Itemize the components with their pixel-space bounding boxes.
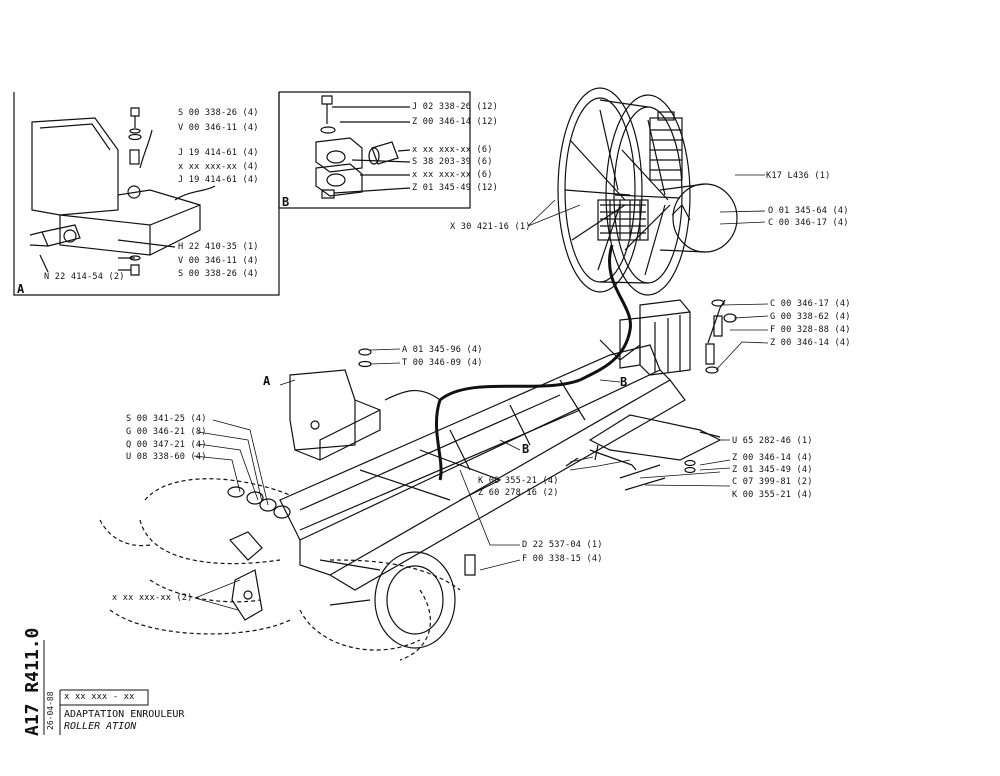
part-label: V 00 346-11 (4) xyxy=(178,123,259,133)
part-label: C 07 399-81 (2) xyxy=(732,477,813,487)
panel-b-letter: B xyxy=(282,195,290,209)
part-label: H 22 410-35 (1) xyxy=(178,242,259,252)
right-fasteners xyxy=(684,299,737,474)
part-label: S 38 203-39 (6) xyxy=(412,157,493,167)
junction-box-mounted xyxy=(289,348,381,461)
left-fasteners xyxy=(227,486,476,621)
part-label: X 30 421-16 (1) xyxy=(450,222,531,232)
sheet-date: 26-04-88 xyxy=(46,691,55,730)
leader-lines xyxy=(193,174,769,611)
part-label: F 00 328-88 (4) xyxy=(770,325,851,335)
part-label: K 00 355-21 (4) xyxy=(732,490,813,500)
panel-a-letter: A xyxy=(17,282,25,296)
junction-box-detail xyxy=(29,107,216,276)
undercarriage-tracks xyxy=(99,478,461,661)
part-label: Z 00 346-14 (4) xyxy=(732,453,813,463)
part-label: x xx xxx-xx (6) xyxy=(412,145,493,155)
sheet-code: A17 R411.0 xyxy=(22,627,43,736)
part-label: S 00 341-25 (4) xyxy=(126,414,207,424)
part-label: Z 60 278-16 (2) xyxy=(478,488,559,498)
part-label: Z 01 345-49 (12) xyxy=(412,183,498,193)
part-label: J 19 414-61 (4) xyxy=(178,148,259,158)
part-label: T 00 346-09 (4) xyxy=(402,358,483,368)
part-label: U 08 338-60 (4) xyxy=(126,452,207,462)
part-label: S 00 338-26 (4) xyxy=(178,108,259,118)
part-label: N 22 414-54 (2) xyxy=(44,272,125,282)
part-label: C 00 346-17 (4) xyxy=(770,299,851,309)
part-label: J 19 414-61 (4) xyxy=(178,175,259,185)
part-label: C 00 346-17 (4) xyxy=(768,218,849,228)
part-label: Q 00 347-21 (4) xyxy=(126,440,207,450)
mounting-frame xyxy=(279,299,691,591)
part-label: V 00 346-11 (4) xyxy=(178,256,259,266)
part-label: U 65 282-46 (1) xyxy=(732,436,813,446)
clamp-detail xyxy=(315,95,411,199)
part-label: G 00 338-62 (4) xyxy=(770,312,851,322)
part-label: S 00 338-26 (4) xyxy=(178,269,259,279)
title-fr: ADAPTATION ENROULEUR xyxy=(64,709,185,720)
callout-b: B xyxy=(522,442,530,456)
panel-b-frame xyxy=(278,91,471,209)
callout-a: A xyxy=(263,374,271,388)
title-en: ROLLER ATION xyxy=(64,721,137,732)
part-label: K 00 355-21 (4) xyxy=(478,476,559,486)
part-label: O 01 345-64 (4) xyxy=(768,206,849,216)
part-label: A 01 345-96 (4) xyxy=(402,345,483,355)
part-label: Z 01 345-49 (4) xyxy=(732,465,813,475)
part-label: x xx xxx-xx (6) xyxy=(412,170,493,180)
cable-reel xyxy=(557,87,738,296)
reference-code: x xx xxx - xx xyxy=(64,692,135,702)
track-roller xyxy=(319,551,456,649)
cable xyxy=(384,244,632,481)
callout-b: B xyxy=(620,375,628,389)
part-label: D 22 537-04 (1) xyxy=(522,540,603,550)
part-label: x xx xxx-xx (2) xyxy=(112,593,193,603)
part-label: Z 00 346-14 (12) xyxy=(412,117,498,127)
part-label: J 02 338-26 (12) xyxy=(412,102,498,112)
part-label: K17 L436 (1) xyxy=(766,171,831,181)
title-block-frame xyxy=(43,640,149,735)
part-label: x xx xxx-xx (4) xyxy=(178,162,259,172)
part-label: F 00 338-15 (4) xyxy=(522,554,603,564)
part-label: G 00 346-21 (8) xyxy=(126,427,207,437)
part-label: Z 00 346-14 (4) xyxy=(770,338,851,348)
